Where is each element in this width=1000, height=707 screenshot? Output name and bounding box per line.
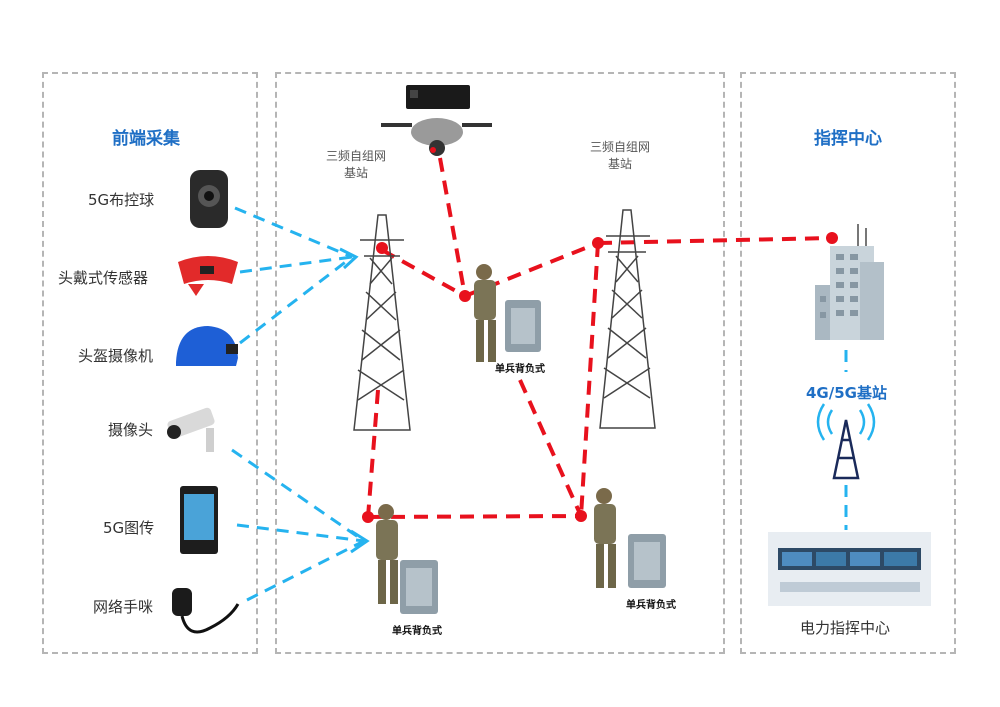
network-panel [275, 72, 725, 654]
ptz-ball-camera-icon [190, 170, 228, 228]
soldier-3-icon [594, 488, 616, 588]
cell-station-label: 4G/5G基站 [806, 384, 887, 402]
link-soldier2-soldier3 [367, 514, 582, 519]
device-label-head-sensor: 头戴式传感器 [58, 269, 149, 287]
node-building [826, 232, 838, 244]
link-tower1-soldier2 [366, 389, 380, 518]
helmet-camera-icon [176, 326, 238, 366]
link-tower2-soldier3 [579, 242, 600, 517]
link-soldier1-soldier3 [518, 379, 583, 517]
link-ball-camera [234, 206, 353, 259]
command-panel [740, 72, 956, 654]
device-label-ball-camera: 5G布控球 [88, 191, 155, 209]
tower-right-icon [599, 209, 656, 429]
node-soldier2 [362, 511, 374, 523]
5g-transmitter-icon [180, 486, 218, 554]
drone-icon [381, 85, 492, 156]
node-tower1 [376, 242, 388, 254]
node-soldier1 [459, 290, 471, 302]
device-label-camera: 摄像头 [108, 421, 154, 439]
bullet-camera-icon [167, 407, 215, 452]
base-station-left-label: 三频自组网 基站 [326, 148, 386, 182]
base-station-right-line2: 基站 [608, 157, 633, 171]
base-station-left-line1: 三频自组网 [326, 149, 387, 163]
base-station-right-label: 三频自组网 基站 [590, 139, 650, 173]
backpack-label-3: 单兵背负式 [626, 600, 676, 611]
blue-links [231, 206, 848, 602]
backpack-label-2: 单兵背负式 [392, 626, 442, 637]
link-5g-transmitter [236, 523, 365, 543]
soldier-2-icon [376, 504, 398, 604]
device-label-helmet-camera: 头盔摄像机 [78, 347, 154, 365]
link-drone-soldier1 [438, 157, 467, 297]
arrowhead-bottom [350, 529, 370, 554]
arrowhead-top [339, 247, 359, 270]
cell-tower-icon [816, 403, 876, 480]
command-center-image [768, 532, 931, 606]
soldier-1-icon [474, 264, 496, 362]
link-helmet-camera [239, 255, 353, 345]
node-soldier3 [575, 510, 587, 522]
red-links [366, 157, 833, 519]
front-end-title: 前端采集 [112, 129, 180, 149]
backpack-label-1: 单兵背负式 [495, 364, 545, 375]
tower-left-icon [353, 214, 411, 431]
base-station-left-line2: 基站 [344, 166, 369, 180]
node-tower2 [592, 237, 604, 249]
front-end-panel [42, 72, 258, 654]
head-sensor-icon [178, 256, 238, 296]
link-tower2-building [597, 236, 833, 245]
network-mic-icon [172, 588, 240, 634]
backpack-radio-2-icon [400, 560, 438, 614]
link-network-mic [246, 539, 365, 602]
backpack-radio-3-icon [628, 534, 666, 588]
command-building-icon [815, 224, 884, 340]
device-label-network-mic: 网络手咪 [93, 598, 154, 616]
link-camera [231, 448, 365, 543]
link-tower1-soldier1 [381, 248, 466, 298]
backpack-radio-1-icon [505, 300, 541, 352]
command-title: 指挥中心 [814, 129, 882, 149]
device-label-5g-transmitter: 5G图传 [103, 519, 155, 537]
command-center-label: 电力指挥中心 [800, 619, 891, 637]
base-station-right-line1: 三频自组网 [590, 140, 651, 154]
